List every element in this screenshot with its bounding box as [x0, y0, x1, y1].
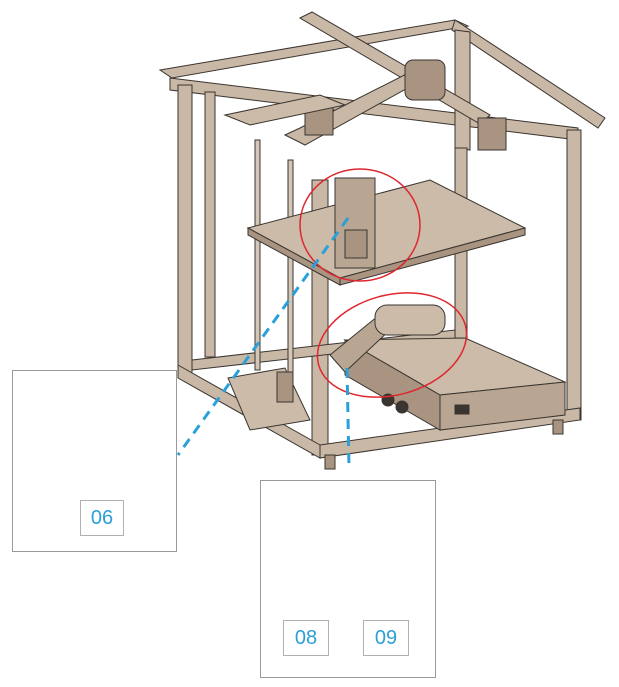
power-socket-2	[396, 401, 408, 413]
part-label-06: 06	[80, 500, 124, 536]
top-rail-right	[455, 30, 470, 150]
stepper-motor-top-back	[405, 60, 445, 100]
part-label-08: 08	[283, 620, 329, 656]
z-rod-middle	[288, 160, 293, 385]
top-rail-front	[170, 78, 578, 140]
power-switch	[455, 405, 469, 414]
extruder-gear	[345, 230, 367, 258]
printer-frame	[160, 12, 605, 469]
part-label-09: 09	[363, 620, 409, 656]
z-base-plate	[228, 368, 310, 430]
z-rod-left	[255, 140, 260, 370]
z-motor	[277, 372, 293, 402]
stepper-motor-top-right	[478, 118, 506, 150]
upright-back-left	[205, 92, 215, 357]
spool-tube-on-frame	[375, 305, 445, 335]
upright-front-left	[178, 85, 192, 375]
upright-front-right	[567, 130, 581, 420]
foot-left	[325, 455, 335, 469]
foot-right	[553, 420, 563, 434]
